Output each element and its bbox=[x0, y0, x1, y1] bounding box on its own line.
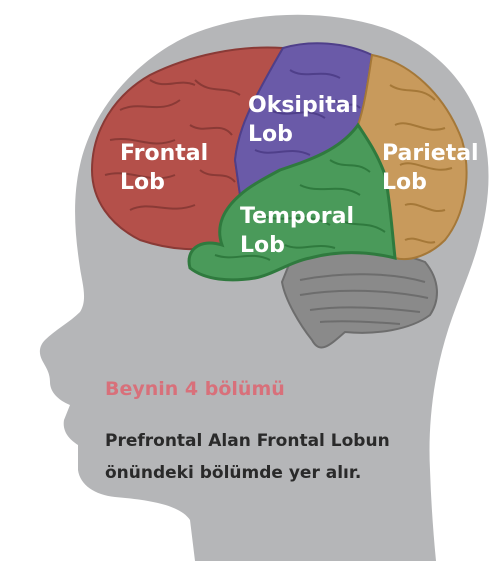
caption-body: Prefrontal Alan Frontal Lobun önündeki b… bbox=[105, 425, 435, 489]
frontal-label-line2: Lob bbox=[120, 170, 165, 195]
frontal-label-line1: Frontal bbox=[120, 141, 208, 166]
caption-title: Beynin 4 bölümü bbox=[105, 378, 285, 400]
oksipital-label-line1: Oksipital bbox=[248, 93, 358, 118]
temporal-label-line1: Temporal bbox=[240, 204, 354, 229]
temporal-label-line2: Lob bbox=[240, 233, 285, 258]
caption-line-2: önündeki bölümde yer alır. bbox=[105, 457, 435, 489]
parietal-label-line2: Lob bbox=[382, 170, 427, 195]
caption-line-1: Prefrontal Alan Frontal Lobun bbox=[105, 425, 435, 457]
oksipital-label-line2: Lob bbox=[248, 122, 293, 147]
parietal-label-line1: Parietal bbox=[382, 141, 479, 166]
